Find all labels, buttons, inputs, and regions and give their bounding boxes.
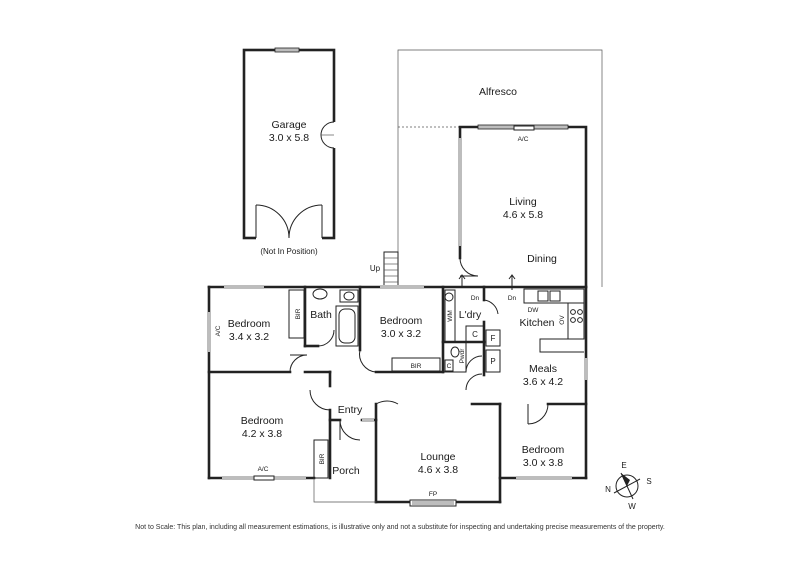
garage: Garage 3.0 x 5.8 (Not In Position) <box>242 47 336 256</box>
bedroom-se-label: Bedroom <box>522 444 565 456</box>
bedroom-nw-bir: BIR <box>295 308 302 319</box>
stairs-dn-2: Dn <box>508 295 517 302</box>
compass-s: S <box>646 477 651 486</box>
compass-w: W <box>628 502 636 511</box>
entry: Entry Porch <box>328 400 399 477</box>
compass-e: E <box>621 461 626 470</box>
bedroom-mid-label: Bedroom <box>380 315 423 327</box>
stairs-up-label: Up <box>370 264 381 273</box>
bedroom-sw-size: 4.2 x 3.8 <box>242 428 282 440</box>
laundry-label: L'dry <box>459 309 482 321</box>
lounge-size: 4.6 x 3.8 <box>418 464 458 476</box>
bedroom-sw: BIR A/C Bedroom 4.2 x 3.8 <box>222 370 332 481</box>
kitchen: DW OV Kitchen <box>519 288 585 353</box>
bedroom-nw-ac: A/C <box>215 325 222 336</box>
bedroom-se-size: 3.0 x 3.8 <box>523 457 563 469</box>
powder-label: Pwdr <box>459 348 466 364</box>
bedroom-mid: BIR Bedroom 3.0 x 3.2 <box>359 285 445 374</box>
porch-label: Porch <box>332 465 360 477</box>
kitchen-ov: OV <box>559 315 566 325</box>
kitchen-dw: DW <box>528 307 540 314</box>
bedroom-mid-bir: BIR <box>411 363 422 370</box>
compass: E S N W <box>605 461 652 511</box>
entry-label: Entry <box>338 404 363 416</box>
alfresco: Alfresco <box>397 49 603 287</box>
bedroom-nw-label: Bedroom <box>228 318 271 330</box>
laundry-area: WM L'dry C F P Pwdr C Dn Dn <box>441 274 517 377</box>
meals: Meals 3.6 x 4.2 <box>465 358 588 425</box>
meals-label: Meals <box>529 363 557 375</box>
living-label: Living <box>509 196 537 208</box>
dining-label: Dining <box>527 253 557 265</box>
lounge-label: Lounge <box>420 451 455 463</box>
meals-size: 3.6 x 4.2 <box>523 376 563 388</box>
kitchen-label: Kitchen <box>519 317 554 329</box>
cupboard-c1: C <box>472 330 478 339</box>
disclaimer: Not to Scale: This plan, including all m… <box>135 524 665 531</box>
bedroom-nw-size: 3.4 x 3.2 <box>229 331 269 343</box>
bath-label: Bath <box>310 309 332 321</box>
alfresco-label: Alfresco <box>479 86 517 98</box>
stairs-up: Up <box>370 251 399 289</box>
bedroom-se: Bedroom 3.0 x 3.8 <box>516 444 572 480</box>
garage-note: (Not In Position) <box>260 247 318 256</box>
bedroom-nw: BIR A/C Bedroom 3.4 x 3.2 <box>207 285 308 374</box>
living-dining: A/C Living 4.6 x 5.8 Dining <box>458 124 588 289</box>
garage-label: Garage <box>271 119 306 131</box>
lounge-fp: FP <box>429 491 437 498</box>
cupboard-c2: C <box>447 363 452 370</box>
bedroom-sw-ac: A/C <box>258 466 269 473</box>
stairs-dn-1: Dn <box>471 295 480 302</box>
garage-size: 3.0 x 5.8 <box>269 132 309 144</box>
cupboard-f: F <box>491 334 496 343</box>
compass-n: N <box>605 485 611 494</box>
laundry-wm: WM <box>447 310 454 322</box>
cupboard-p: P <box>490 357 495 366</box>
living-ac: A/C <box>518 136 529 143</box>
lounge: FP Lounge 4.6 x 3.8 <box>409 451 458 507</box>
bedroom-mid-size: 3.0 x 3.2 <box>381 328 421 340</box>
living-size: 4.6 x 5.8 <box>503 209 543 221</box>
bath: Bath <box>303 285 362 352</box>
bedroom-sw-label: Bedroom <box>241 415 284 427</box>
bedroom-sw-bir: BIR <box>319 453 326 464</box>
